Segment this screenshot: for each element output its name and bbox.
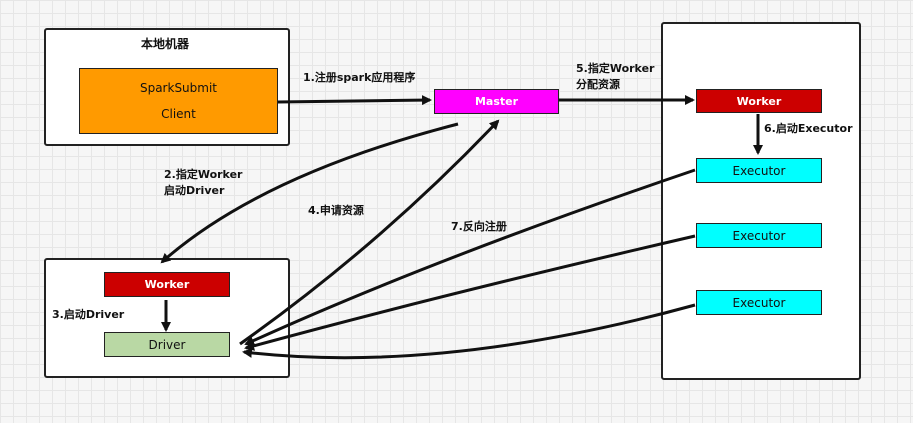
- step2-label-line2: 启动Driver: [164, 184, 225, 197]
- cluster-worker-box: Worker: [696, 89, 822, 113]
- driver-node-worker-box: Worker: [104, 272, 230, 297]
- arrow-register-app: [277, 95, 432, 106]
- driver-box: Driver: [104, 332, 230, 357]
- client-line1: SparkSubmit: [139, 81, 218, 95]
- local-machine-title: 本地机器: [141, 37, 190, 51]
- step5-label-line1: 5.指定Worker: [576, 62, 655, 75]
- client-line2: Client: [161, 107, 196, 121]
- client-box: SparkSubmit Client: [79, 68, 278, 134]
- arrow-register-back-1: [244, 168, 696, 346]
- step5-label-line2: 分配资源: [576, 78, 620, 91]
- executor-box-2: Executor: [696, 223, 822, 248]
- step3-label: 3.启动Driver: [52, 308, 125, 321]
- step4-label: 4.申请资源: [308, 204, 364, 217]
- arrow-request-resources: [239, 119, 500, 346]
- step6-label: 6.启动Executor: [764, 122, 853, 135]
- master-box: Master: [434, 89, 559, 114]
- arrow-register-back-3: [242, 303, 696, 360]
- step2-label-line1: 2.指定Worker: [164, 168, 243, 181]
- step1-label: 1.注册spark应用程序: [303, 71, 416, 84]
- executor-box-1: Executor: [696, 158, 822, 183]
- executor-box-3: Executor: [696, 290, 822, 315]
- arrow-launch-driver-request: [160, 122, 459, 264]
- arrow-register-back-2: [244, 234, 696, 351]
- step7-label: 7.反向注册: [451, 220, 507, 233]
- cluster-frame: [661, 22, 861, 380]
